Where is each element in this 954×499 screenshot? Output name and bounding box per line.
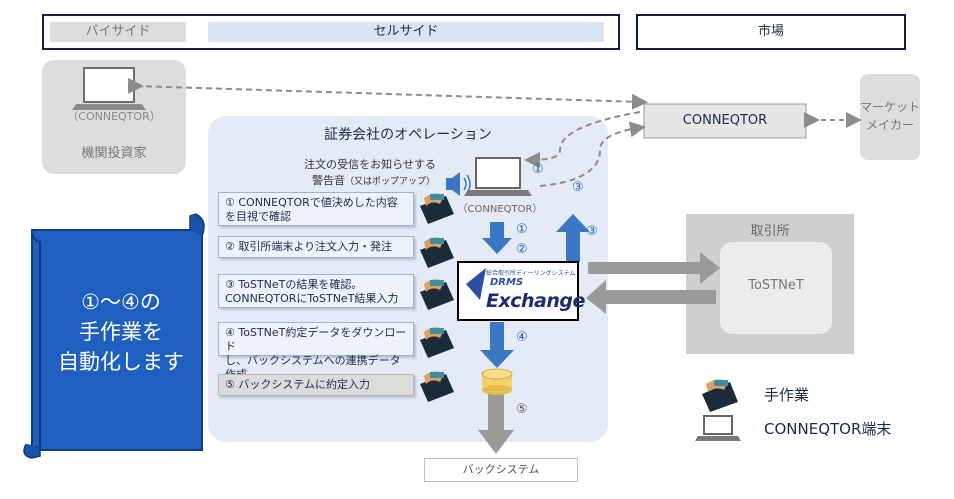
step-2-line-1: ② 取引所端末より注文入力・発注 xyxy=(225,240,393,253)
banner-line-1: ①～④の xyxy=(81,290,161,314)
step-5-line-1: ⑤ バックシステムに約定入力 xyxy=(225,378,371,391)
exchange-logo-name: Exchange xyxy=(486,290,585,312)
step-1: ① CONNEQTORで値決めした内容 を目視で確認 xyxy=(218,192,414,226)
marker-4: ④ xyxy=(516,330,528,345)
tostnet-label: ToSTNeT xyxy=(748,278,804,293)
buy-side-tab xyxy=(50,22,186,42)
step-3-line-2: CONNEQTORにToSTNeT結果入力 xyxy=(225,292,399,305)
market-header xyxy=(636,14,906,50)
conneqtor-to-terminal-link xyxy=(524,111,641,168)
operation-title: 証券会社のオペレーション xyxy=(324,127,492,143)
operation-laptop-icon xyxy=(464,157,532,196)
speaker-icon xyxy=(446,172,471,196)
hand-icon-1 xyxy=(420,193,454,224)
investor-name: 機関投資家 xyxy=(81,146,147,161)
hand-icon-5 xyxy=(420,371,454,402)
step-3-line-1: ③ ToSTNeTの結果を確認。 xyxy=(225,278,363,291)
arrow-down-4 xyxy=(480,322,514,368)
sell-side-label: セルサイド xyxy=(373,24,439,39)
step-3: ③ ToSTNeTの結果を確認。 CONNEQTORにToSTNeT結果入力 xyxy=(218,274,414,308)
arrow-from-tostnet xyxy=(586,280,716,314)
market-maker-line-2: メイカー xyxy=(865,118,914,132)
database-icon xyxy=(481,368,513,395)
legend-hand-icon xyxy=(702,379,738,412)
marker-1-top: ① xyxy=(532,162,544,177)
hand-icon-2 xyxy=(420,237,454,268)
alert-text: 警告音 xyxy=(312,174,345,187)
exchange-area-title: 取引所 xyxy=(750,224,790,239)
hand-icon-4 xyxy=(420,327,454,358)
back-system-box xyxy=(424,458,578,482)
tostnet-box xyxy=(720,242,832,334)
banner-line-2: 手作業を xyxy=(79,320,163,344)
operation-device-label: （CONNEQTOR） xyxy=(457,204,543,215)
marker-5: ⑤ xyxy=(516,402,528,417)
market-maker-line-1: マーケット xyxy=(860,100,921,114)
step-1-line-1: ① CONNEQTORで値決めした内容 xyxy=(225,196,398,209)
arrow-down-5 xyxy=(478,392,514,454)
hand-icon-3 xyxy=(420,279,454,310)
step-4: ④ ToSTNeT約定データをダウンロード し、バックシステムへの連携データ作成 xyxy=(218,322,414,381)
step-1-line-2: を目視で確認 xyxy=(225,210,291,223)
investor-device-label: （CONNEQTOR） xyxy=(67,110,161,123)
alert-line-2: 警告音（又はポップアップ） xyxy=(312,172,435,188)
market-label: 市場 xyxy=(757,24,784,39)
exchange-logo-small: 総合取引所ディーリングシステム xyxy=(486,270,576,277)
legend-laptop-icon xyxy=(695,415,741,441)
marker-3: ③ xyxy=(586,224,598,239)
automation-banner xyxy=(23,213,205,459)
step-5: ⑤ バックシステムに約定入力 xyxy=(218,374,414,396)
banner-line-3: 自動化します xyxy=(58,350,184,374)
marker-2: ② xyxy=(516,242,528,257)
alert-line-1: 注文の受信をお知らせする xyxy=(304,158,436,171)
buy-side-label: バイサイド xyxy=(85,24,151,39)
exchange-logo-mark xyxy=(466,268,486,300)
market-maker-panel xyxy=(860,74,920,160)
arrow-down-1 xyxy=(482,222,512,254)
marker-3-top: ③ xyxy=(572,180,584,195)
step-2: ② 取引所端末より注文入力・発注 xyxy=(218,236,414,258)
investor-conneqtor-link xyxy=(127,77,648,110)
arrow-up-3 xyxy=(556,214,590,262)
legend-terminal-label: CONNEQTOR端末 xyxy=(764,420,892,438)
sell-side-tab xyxy=(208,22,604,42)
back-system-label: バックシステム xyxy=(462,463,540,476)
conneqtor-box xyxy=(643,103,807,139)
terminal-to-conneqtor-link xyxy=(539,121,646,187)
marker-1: ① xyxy=(516,222,528,237)
legend-manual-label: 手作業 xyxy=(764,386,810,404)
step-4-line-1: ④ ToSTNeT約定データをダウンロード xyxy=(225,326,407,353)
arrow-to-tostnet xyxy=(588,252,720,284)
exchange-logo-brand: DRMS xyxy=(490,277,524,288)
alert-note: （又はポップアップ） xyxy=(345,177,436,187)
conneqtor-label: CONNEQTOR xyxy=(682,113,768,128)
